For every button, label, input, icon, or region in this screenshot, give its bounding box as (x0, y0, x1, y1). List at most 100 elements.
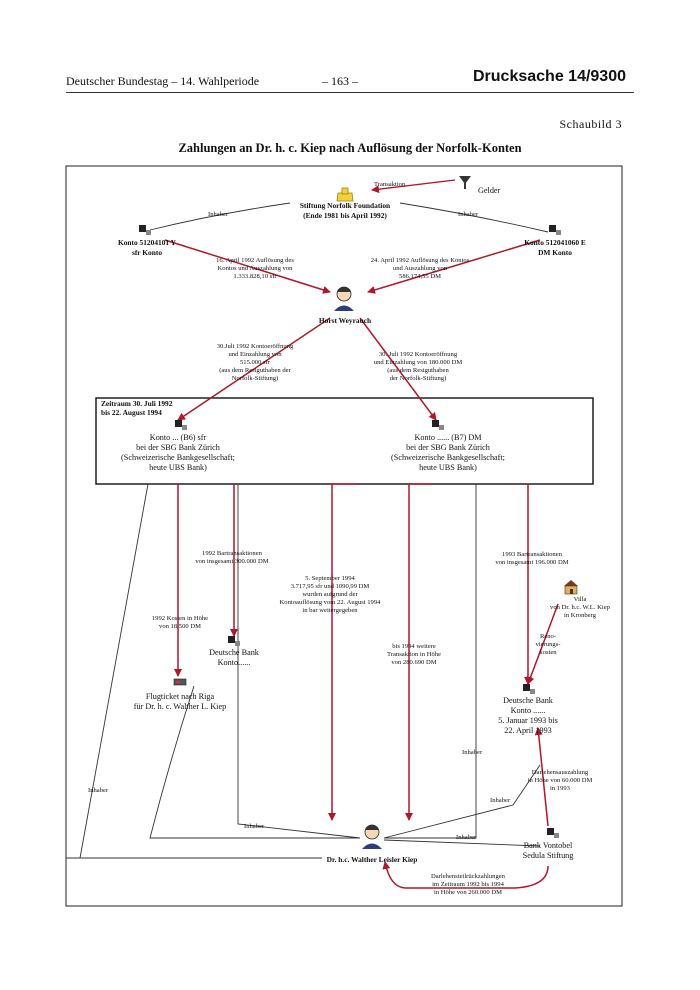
bar-1993-line: von insgesamt 196.000 DM (495, 559, 568, 566)
darlehen-rueckzahlung-line: im Zeitraum 1992 bis 1994 (432, 881, 504, 888)
kontoeroeffnung-sfr-line: 30.Juli 1992 Kontoeröffnung (217, 343, 294, 350)
account-icon (549, 225, 561, 235)
inhaber-label: Inhaber (456, 834, 477, 841)
bis-1994-line: bis 1994 weitere (392, 643, 436, 650)
vontobel-line: Sedula Stiftung (523, 851, 574, 860)
darlehen-auszahlung-line: in Höhe von 60.000 DM (528, 777, 593, 784)
transaction-arrow (371, 179, 456, 194)
aufloesung-dm-line: und Auszahlung von (393, 265, 448, 272)
inhaber-label: Inhaber (88, 787, 109, 794)
money-flow-arrows (164, 239, 559, 889)
aufloesung-dm-line: 24. April 1992 Auflösung des Kontos (371, 257, 470, 264)
vontobel-line: Bank Vontobel (524, 841, 573, 850)
aufloesung-sfr-line: 1.333.828,10 sfr (233, 273, 277, 280)
villa-icon (564, 580, 578, 595)
deutsche-bank-2-line: 22. April 1993 (504, 726, 552, 735)
deutsche-bank-2-line: Deutsche Bank (503, 696, 554, 705)
inhaber-label: Inhaber (244, 823, 265, 830)
konto-sfr-subtitle: sfr Konto (132, 248, 162, 257)
bis-1994-line: Transaktion in Höhe (387, 651, 441, 658)
header-document-number: Drucksache 14/9300 (473, 68, 626, 85)
konto-b6-line: heute UBS Bank) (149, 463, 207, 472)
period-title: bis 22. August 1994 (101, 408, 162, 417)
konto-b6-line: bei der SBG Bank Zürich (136, 443, 220, 452)
diagram-frame (65, 165, 623, 907)
header-left: Deutscher Bundestag – 14. Wahlperiode (66, 74, 260, 88)
account-icon (228, 636, 240, 646)
villa-line: in Kronberg (564, 612, 597, 619)
kosten-1992-line: von 18.500 DM (159, 623, 201, 630)
money-icon (459, 176, 471, 189)
person-icon-kiep (362, 824, 382, 849)
aufloesung-dm-line: 586.174,55 DM (399, 273, 441, 280)
account-icon (523, 684, 535, 694)
konto-b7-line: Konto ...... (B7) DM (414, 433, 482, 442)
weyrauch-name: Horst Weyrauch (319, 316, 371, 325)
figure-label: Schaubild 3 (559, 117, 622, 131)
kontoeroeffnung-sfr-line: Norfolk-Stiftung) (232, 375, 279, 382)
foundation-icon (336, 187, 354, 202)
kontoeroeffnung-sfr-line: 515.000 sfr (240, 359, 271, 366)
inhaber-label: Inhaber (208, 211, 229, 218)
kosten-1992-line: 1992 Kosten in Höhe (152, 615, 208, 622)
person-icon-weyrauch (334, 286, 354, 311)
account-icon (175, 420, 187, 430)
inhaber-label: Inhaber (458, 211, 479, 218)
ticket-icon (173, 678, 187, 686)
konto-b7-line: (Schweizerische Bankgesellschaft; (391, 453, 505, 462)
kontoeroeffnung-dm-line: (aus dem Restguthaben (387, 367, 449, 374)
konto-dm-subtitle: DM Konto (538, 248, 572, 257)
inhaber-label: Inhaber (462, 749, 483, 756)
villa-line: Villa (574, 596, 587, 603)
renovierung-line: vierungs- (536, 641, 561, 648)
deutsche-bank-2-line: 5. Januar 1993 bis (498, 716, 558, 725)
bar-1993-line: 1993 Bartransaktionen (502, 551, 563, 558)
renovierung-line: Reno- (540, 633, 556, 640)
bar-1992-line: von insgesamt 300.000 DM (195, 558, 268, 565)
account-icon (547, 828, 559, 838)
deutsche-bank-2-line: Konto ...... (511, 706, 546, 715)
inhaber-label: Inhaber (490, 797, 511, 804)
sept-1994-line: wurden aufgrund der (302, 591, 358, 598)
diagram-title: Zahlungen an Dr. h. c. Kiep nach Auflösu… (178, 141, 522, 155)
konto-b6-line: (Schweizerische Bankgesellschaft; (121, 453, 235, 462)
sept-1994-line: 3.717,95 sfr und 1090,99 DM (291, 583, 370, 590)
transaction-label: Transaktion (374, 181, 406, 188)
flugticket-line: Flugticket nach Riga (146, 692, 215, 701)
kontoeroeffnung-dm-line: und Einzahlung von 180.000 DM (374, 359, 463, 366)
konto-b6-line: Konto ... (B6) sfr (150, 433, 207, 442)
foundation-name: Stiftung Norfolk Foundation (300, 201, 390, 210)
gelder-label: Gelder (478, 186, 501, 195)
sept-1994-line: Kontoauflösung vom 22. August 1994 (280, 599, 382, 606)
sept-1994-line: 5. September 1994 (305, 575, 355, 582)
kontoeroeffnung-sfr-line: (aus dem Restguthaben der (219, 367, 291, 374)
konto-b7-line: bei der SBG Bank Zürich (406, 443, 490, 452)
villa-line: von Dr. h.c. W.L. Kiep (550, 604, 611, 611)
darlehen-rueckzahlung-line: in Höhe von 260.000 DM (434, 889, 502, 896)
konto-sfr-title: Konto 51204101 Y (118, 238, 177, 247)
konto-b7-line: heute UBS Bank) (419, 463, 477, 472)
inhaber-lines (66, 202, 549, 859)
bar-1992-line: 1992 Bartransaktionen (202, 550, 263, 557)
account-icon (139, 225, 151, 235)
header-rule (66, 92, 634, 93)
kontoeroeffnung-dm-line: der Norfolk-Stiftung) (390, 375, 447, 382)
konto-dm-title: Konto 512041060 E (524, 238, 586, 247)
kiep-name: Dr. h.c. Walther Leisler Kiep (327, 855, 418, 864)
darlehen-auszahlung-line: Darlehensauszahlung (532, 769, 589, 776)
flugticket-line: für Dr. h. c. Walther L. Kiep (134, 702, 226, 711)
darlehen-rueckzahlung-line: Darlehensteilrückzahlungen (431, 873, 506, 880)
account-icon (432, 420, 444, 430)
header-page-number: – 163 – (322, 74, 358, 88)
bis-1994-line: von 280.690 DM (391, 659, 436, 666)
period-title: Zeitraum 30. Juli 1992 (101, 399, 173, 408)
renovierung-line: kosten (539, 649, 557, 656)
deutsche-bank-1-line: Konto...... (218, 658, 251, 667)
foundation-period: (Ende 1981 bis April 1992) (303, 211, 387, 220)
sept-1994-line: in bar weitergegeben (302, 607, 358, 614)
kontoeroeffnung-sfr-line: und Einzahlung von (228, 351, 282, 358)
kontoeroeffnung-dm-line: 30. Juli 1992 Kontoeröffnung (379, 351, 458, 358)
darlehen-auszahlung-line: in 1993 (550, 785, 571, 792)
aufloesung-sfr-line: Kontos und Auszahlung von (218, 265, 294, 272)
